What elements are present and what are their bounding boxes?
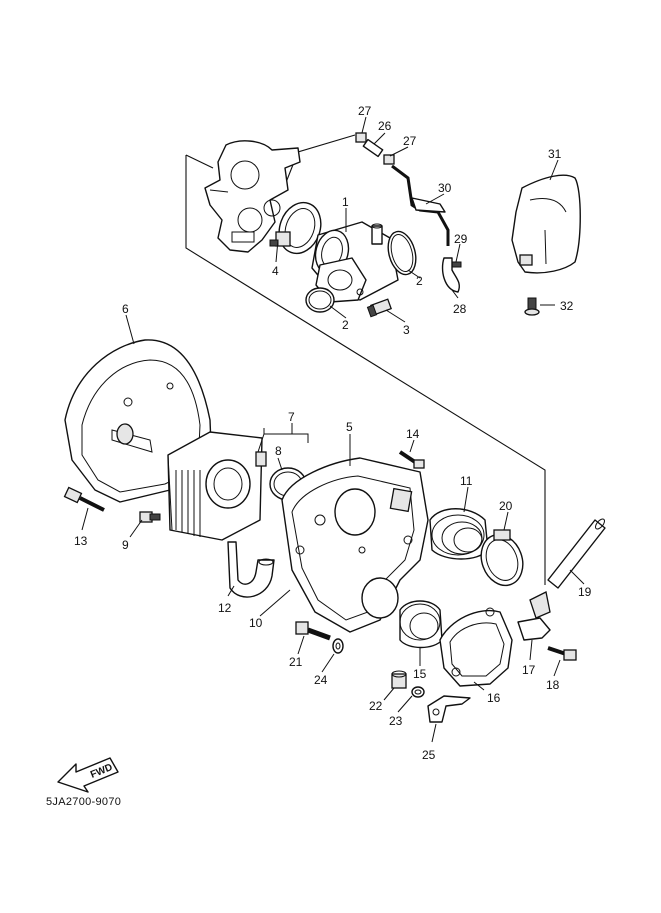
callout-8: 8 [275, 444, 282, 458]
callout-19: 19 [578, 585, 592, 599]
part-19-hose [547, 518, 606, 589]
part-15-joint [399, 600, 443, 649]
part-22-grommet [391, 670, 407, 689]
callout-5: 5 [346, 420, 353, 434]
callout-15: 15 [413, 667, 427, 681]
part-16-cover [439, 607, 513, 687]
part-26-hose-joint [362, 138, 384, 158]
callout-14: 14 [406, 427, 420, 441]
callout-2: 2 [416, 274, 423, 288]
callout-24: 24 [314, 673, 328, 687]
part-32-bolt [524, 297, 540, 316]
callout-22: 22 [369, 699, 383, 713]
part-7-filter-element [167, 431, 267, 541]
part-27-fitting-right [383, 154, 395, 165]
callout-9: 9 [122, 538, 129, 552]
part-3-screw [366, 298, 393, 318]
callout-16: 16 [487, 691, 501, 705]
callout-31: 31 [548, 147, 562, 161]
callout-labels: 1 2 2 3 4 26 27 27 30 29 28 31 32 6 7 8 … [74, 104, 592, 762]
part-13-bolt [63, 486, 105, 512]
callout-4: 4 [272, 264, 279, 278]
part-27-fitting-left [355, 132, 367, 143]
part-10-filter-case [281, 457, 429, 633]
part-20-clamp [480, 529, 524, 587]
callout-21: 21 [289, 655, 303, 669]
callout-2: 2 [342, 318, 349, 332]
callout-29: 29 [454, 232, 468, 246]
leader-lines [81, 116, 585, 743]
callout-13: 13 [74, 534, 88, 548]
callout-27: 27 [358, 104, 372, 118]
callout-12: 12 [218, 601, 232, 615]
callout-26: 26 [378, 119, 392, 133]
callout-30: 30 [438, 181, 452, 195]
callout-7: 7 [288, 410, 295, 424]
carburetor-ghost [204, 140, 301, 253]
callout-18: 18 [546, 678, 560, 692]
part-30-pipe [391, 164, 450, 246]
callout-32: 32 [560, 299, 574, 313]
part-28-hose [441, 257, 461, 293]
part-23-collar [411, 686, 425, 698]
diagram-code: 5JA2700-9070 [46, 796, 122, 808]
part-29-clip [451, 261, 462, 268]
part-11-joint [429, 508, 489, 560]
callout-10: 10 [249, 616, 263, 630]
part-17-fitting [517, 591, 551, 641]
callout-3: 3 [403, 323, 410, 337]
callout-1: 1 [342, 195, 349, 209]
part-18-bolt [547, 646, 577, 661]
part-21-bolt [295, 621, 331, 641]
part-24-washer [332, 638, 344, 654]
fwd-arrow-icon: FWD [57, 757, 119, 793]
callout-17: 17 [522, 663, 536, 677]
callout-6: 6 [122, 302, 129, 316]
part-9-screw [139, 511, 161, 523]
callout-11: 11 [460, 474, 473, 488]
part-25-bracket [427, 695, 471, 723]
part-12-drain-hose [227, 541, 275, 598]
part-14-screw [398, 450, 425, 469]
callout-20: 20 [499, 499, 513, 513]
callout-28: 28 [453, 302, 467, 316]
callout-23: 23 [389, 714, 403, 728]
part-31-side-cover [511, 174, 581, 274]
part-2-o-ring-lower [305, 287, 335, 313]
callout-27: 27 [403, 134, 417, 148]
part-2-o-ring-upper [387, 230, 417, 276]
callout-25: 25 [422, 748, 436, 762]
